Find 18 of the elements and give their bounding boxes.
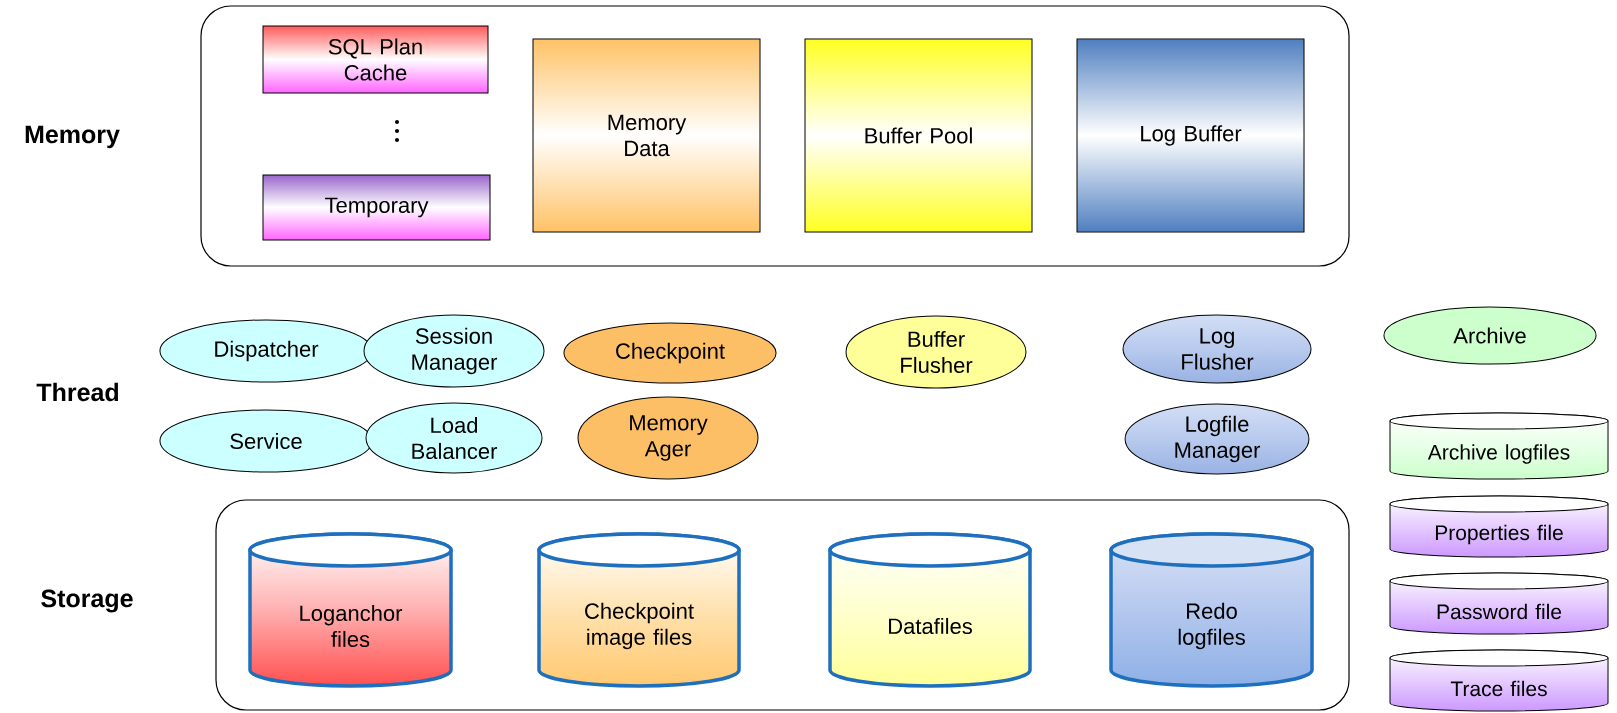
panel-background [200, 5, 1350, 267]
file-cylinder: Trace files [1389, 649, 1609, 712]
memory-area-box: Temporary [262, 174, 491, 241]
layer-label: Memory [25, 125, 120, 149]
storage-cylinder: Datafiles [828, 532, 1032, 688]
file-cylinder: Archive logfiles [1389, 412, 1609, 480]
memory-area-box: SQL Plan Cache [262, 25, 489, 94]
layer-label: Thread [36, 382, 119, 402]
storage-cylinder: Checkpoint image files [537, 532, 741, 688]
memory-area-box: Memory Data [532, 38, 761, 233]
memory-area-box: Log Buffer [1076, 38, 1305, 233]
panel-background [215, 499, 1350, 711]
memory-area-box: Buffer Pool [804, 38, 1033, 233]
layer-label: Storage [41, 589, 133, 613]
storage-cylinder: Redo logfiles [1109, 532, 1314, 688]
file-cylinder: Properties file [1389, 495, 1609, 558]
file-cylinder: Password file [1389, 572, 1609, 635]
storage-cylinder: Loganchor files [248, 532, 453, 688]
